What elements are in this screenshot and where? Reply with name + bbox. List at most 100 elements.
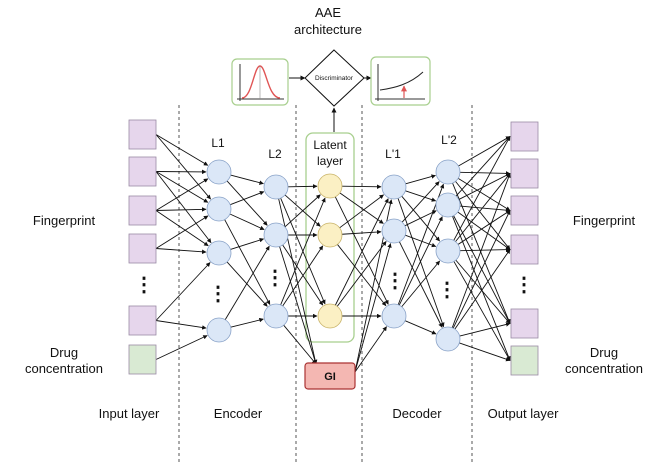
edge-5 bbox=[155, 178, 209, 211]
l2-node-3 bbox=[263, 303, 289, 329]
edge-64 bbox=[458, 173, 511, 200]
edge-36 bbox=[334, 196, 389, 305]
latent-node-1 bbox=[317, 173, 343, 199]
edge-57 bbox=[404, 320, 437, 335]
layer-label-lp1: L'1 bbox=[385, 147, 401, 161]
output-fingerprint-box-5 bbox=[510, 308, 539, 339]
input-fingerprint-box-2 bbox=[128, 156, 157, 187]
edge-35 bbox=[339, 192, 384, 224]
ellipsis-output: ⋮ bbox=[514, 274, 534, 296]
latent-layer-label-line2: layer bbox=[317, 154, 343, 168]
edge-25 bbox=[284, 194, 321, 228]
l1-node-4 bbox=[206, 317, 232, 343]
edge-17 bbox=[224, 219, 271, 305]
edge-11 bbox=[155, 320, 207, 330]
ellipsis-lp2: ⋮ bbox=[437, 279, 457, 301]
lp2-node-2 bbox=[435, 192, 461, 218]
edge-51 bbox=[404, 210, 437, 227]
input-fingerprint-box-3 bbox=[128, 195, 157, 226]
output-drug-box bbox=[510, 345, 539, 376]
latent-node-3 bbox=[317, 303, 343, 329]
edge-65 bbox=[459, 205, 511, 213]
discriminator-output-panel bbox=[370, 56, 431, 106]
discriminator-output-frame bbox=[370, 56, 431, 106]
edge-6 bbox=[155, 207, 207, 212]
edge-13 bbox=[230, 174, 264, 185]
edge-52 bbox=[405, 234, 437, 248]
edge-38 bbox=[341, 229, 382, 235]
lp1-node-3 bbox=[381, 303, 407, 329]
edge-74 bbox=[453, 261, 511, 361]
edge-77 bbox=[454, 249, 511, 330]
gi-block: GI bbox=[304, 362, 356, 390]
diagram-title-line2: architecture bbox=[294, 22, 362, 37]
input-fingerprint-box-4 bbox=[128, 233, 157, 264]
edge-63 bbox=[455, 136, 511, 197]
edge-46 bbox=[405, 174, 436, 185]
edge-79 bbox=[459, 342, 511, 362]
input-fingerprint-box-1 bbox=[128, 119, 157, 150]
ellipsis-lp1: ⋮ bbox=[385, 270, 405, 292]
edge-61 bbox=[455, 181, 511, 250]
network-nodes bbox=[128, 119, 539, 376]
output-fingerprint-box-1 bbox=[510, 121, 539, 152]
edge-44 bbox=[354, 243, 392, 373]
output-fingerprint-box-2 bbox=[510, 158, 539, 189]
l1-node-3 bbox=[206, 240, 232, 266]
output-curve bbox=[379, 71, 424, 91]
input-drug-box bbox=[128, 344, 157, 375]
edge-10 bbox=[155, 262, 211, 321]
edge-32 bbox=[279, 246, 317, 365]
lp2-node-4 bbox=[435, 326, 461, 352]
edge-19 bbox=[226, 261, 268, 307]
edge-76 bbox=[452, 210, 511, 329]
output-drug-label-line2: concentration bbox=[565, 361, 643, 376]
edge-21 bbox=[230, 317, 264, 328]
latent-layer-label-line1: Latent bbox=[313, 138, 347, 152]
ellipsis-markers: ⋮ ⋮ ⋮ ⋮ ⋮ ⋮ bbox=[134, 267, 534, 305]
edge-41 bbox=[336, 241, 387, 307]
edge-58 bbox=[458, 136, 511, 167]
discriminator: Discriminator bbox=[304, 49, 365, 107]
edge-18 bbox=[230, 237, 265, 250]
edge-75 bbox=[451, 173, 511, 328]
ellipsis-input: ⋮ bbox=[134, 274, 154, 296]
edge-22 bbox=[287, 184, 318, 189]
lp2-node-3 bbox=[435, 238, 461, 264]
gi-box bbox=[304, 362, 356, 390]
output-fingerprint-box-4 bbox=[510, 234, 539, 265]
edge-55 bbox=[398, 216, 443, 306]
input-fingerprint-label: Fingerprint bbox=[33, 213, 96, 228]
output-fingerprint-label: Fingerprint bbox=[573, 213, 636, 228]
edge-66 bbox=[457, 211, 511, 250]
section-label-encoder: Encoder bbox=[214, 406, 263, 421]
edge-27 bbox=[282, 244, 324, 306]
l1-node-1 bbox=[206, 159, 232, 185]
discriminator-diamond bbox=[304, 49, 365, 107]
lp1-node-1 bbox=[381, 174, 407, 200]
edge-78 bbox=[459, 322, 511, 337]
output-drug-label-line1: Drug bbox=[590, 345, 618, 360]
diagram-title-line1: AAE bbox=[315, 5, 341, 20]
edge-45 bbox=[354, 326, 387, 373]
l2-node-2 bbox=[263, 222, 289, 248]
edge-29 bbox=[282, 245, 324, 307]
edge-69 bbox=[453, 136, 511, 241]
section-label-decoder: Decoder bbox=[392, 406, 442, 421]
edge-37 bbox=[339, 194, 384, 229]
edge-71 bbox=[457, 210, 511, 245]
network-edges bbox=[155, 134, 511, 373]
edge-20 bbox=[224, 245, 270, 320]
layer-label-l1: L1 bbox=[211, 136, 225, 150]
edge-14 bbox=[226, 180, 268, 226]
edge-68 bbox=[452, 215, 511, 361]
edge-70 bbox=[455, 173, 511, 242]
edge-62 bbox=[452, 182, 511, 324]
edge-34 bbox=[341, 184, 382, 189]
output-fingerprint-box-3 bbox=[510, 195, 539, 226]
latent-node-2 bbox=[317, 222, 343, 248]
input-drug-label-line2: concentration bbox=[25, 361, 103, 376]
l2-node-1 bbox=[263, 174, 289, 200]
edge-9 bbox=[155, 248, 207, 255]
